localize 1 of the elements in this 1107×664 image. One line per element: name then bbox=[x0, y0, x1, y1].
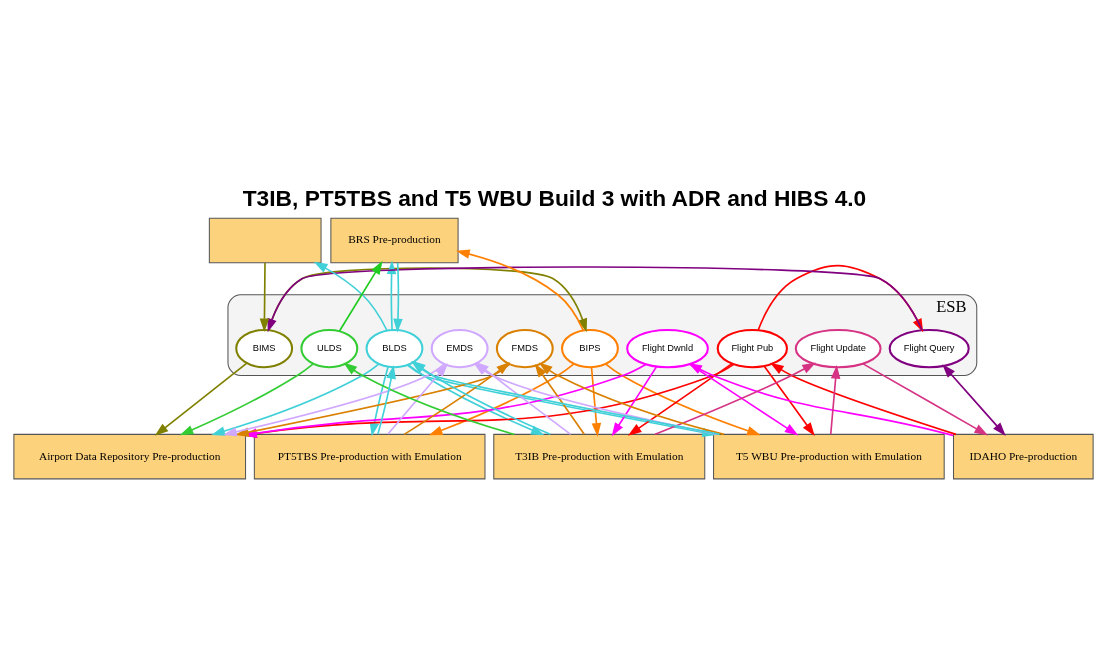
diagram-title: T3IB, PT5TBS and T5 WBU Build 3 with ADR and HIBS 4.0 bbox=[242, 185, 867, 212]
